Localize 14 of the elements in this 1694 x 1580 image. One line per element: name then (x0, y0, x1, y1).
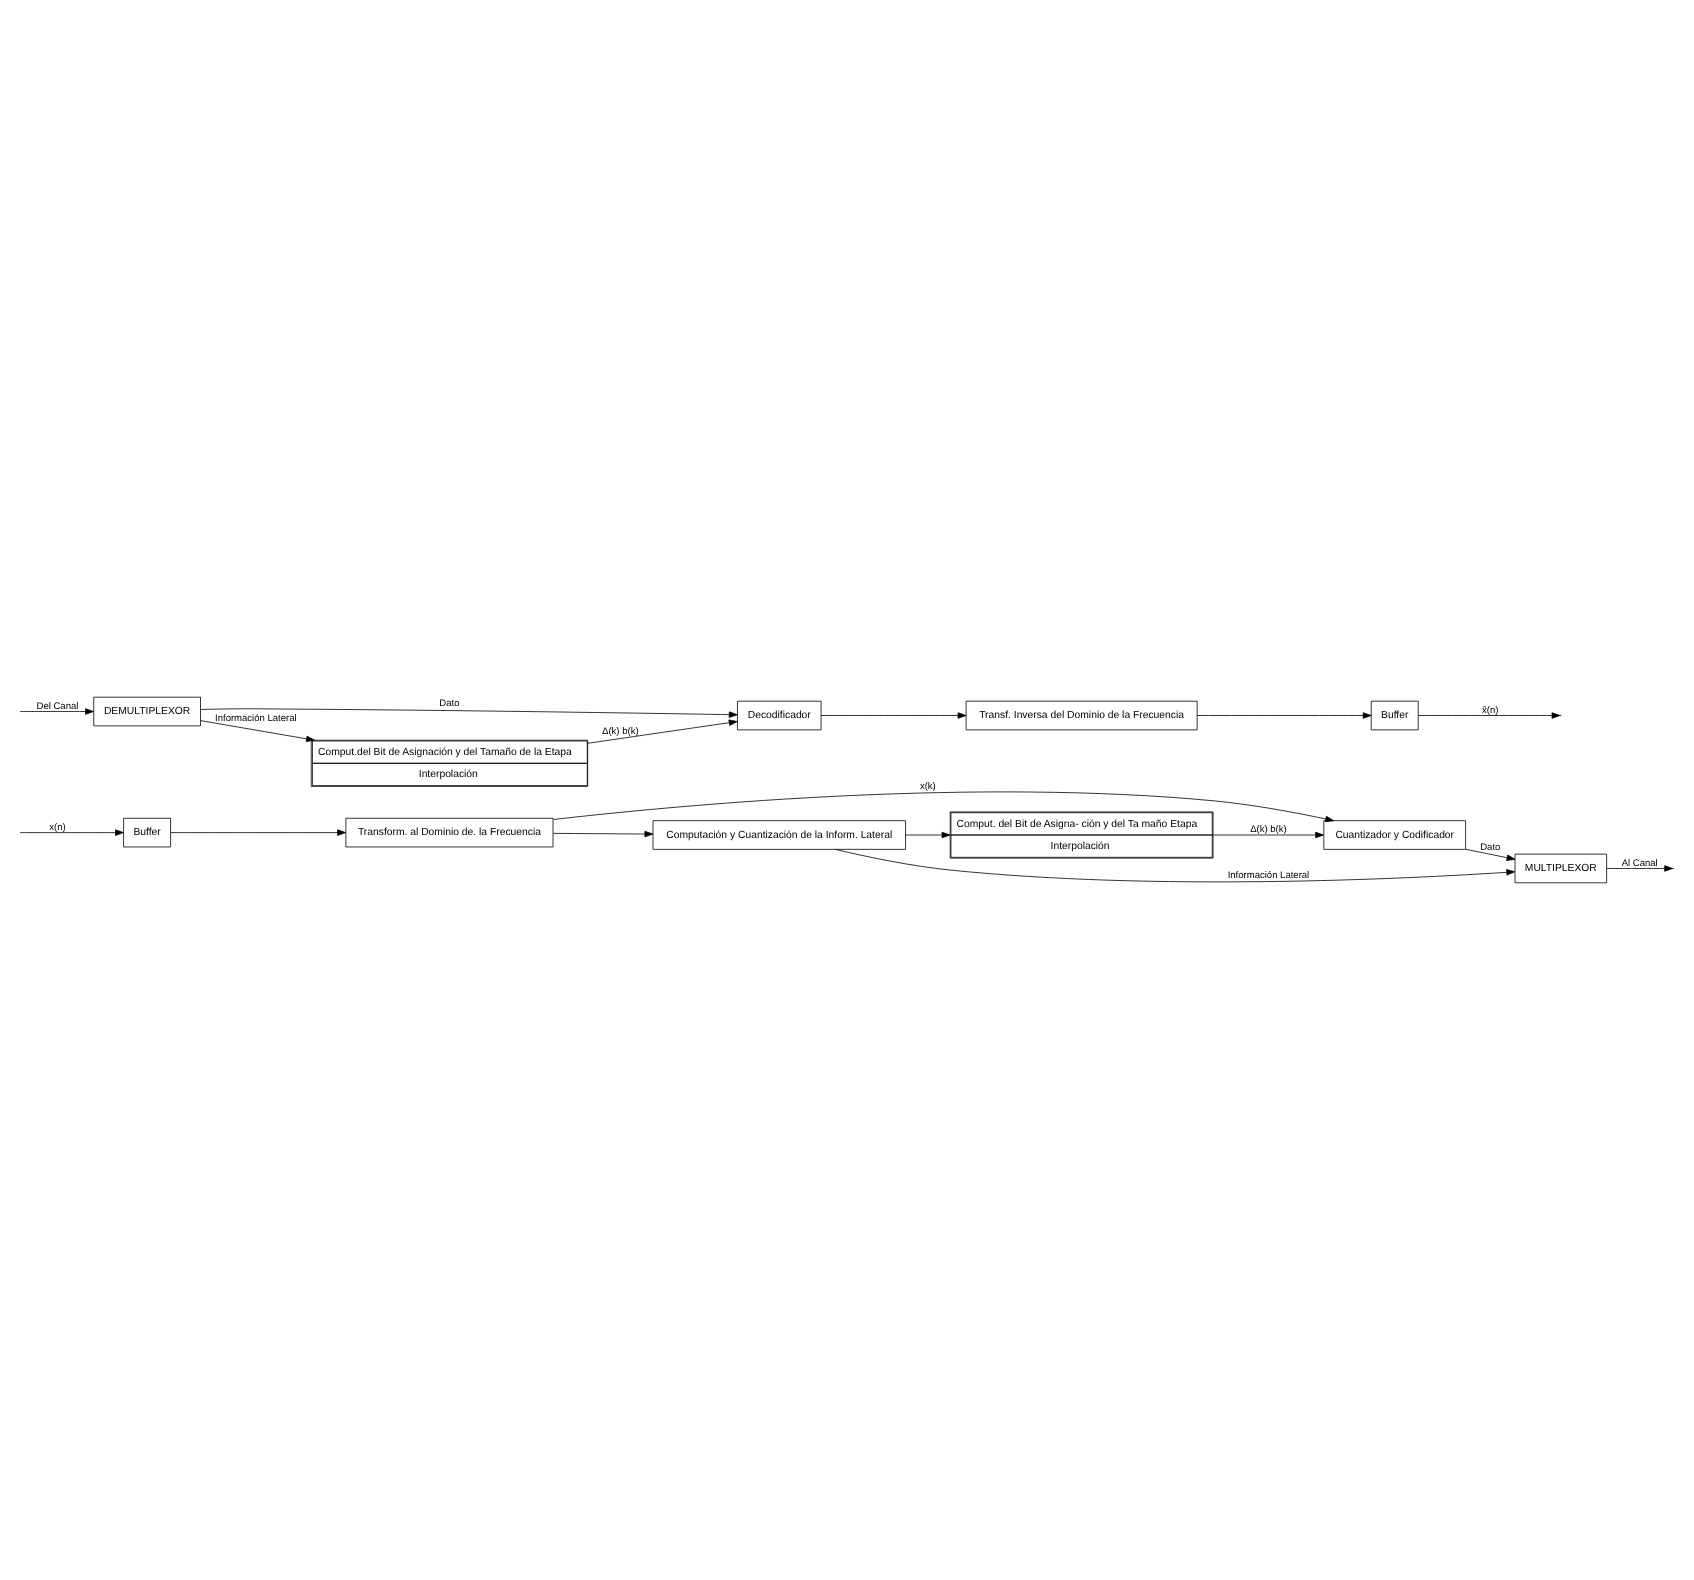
arrow (1196, 712, 1372, 719)
arrow (200, 708, 738, 718)
arrow (835, 849, 1516, 883)
arrow (200, 720, 315, 742)
arrow (170, 829, 346, 836)
arrow (820, 712, 967, 719)
arrow (552, 830, 654, 838)
arrow (20, 829, 124, 836)
arrow (905, 831, 951, 839)
arrow (1212, 831, 1324, 839)
arrow (587, 719, 738, 744)
arrow (20, 708, 94, 715)
arrow (552, 791, 1335, 823)
arrow (1465, 848, 1516, 861)
